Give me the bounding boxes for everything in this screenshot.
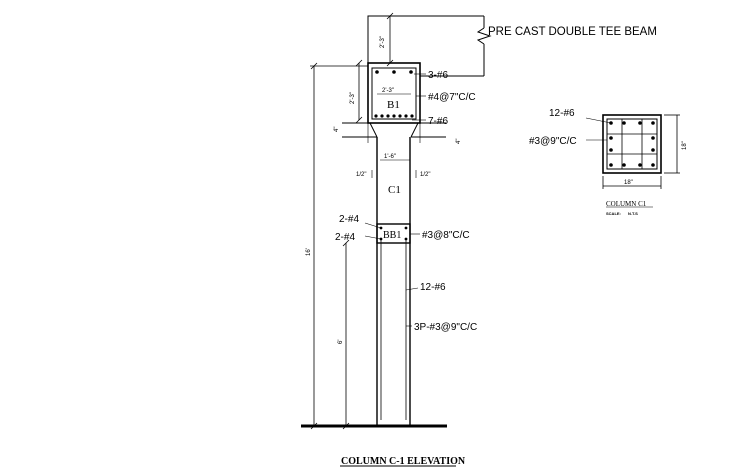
bond-beam-bottom-bars-label: 2-#4 — [335, 232, 355, 243]
beam-b1-top-bars — [375, 70, 413, 74]
section-bars — [609, 121, 655, 167]
lower-height-dimension — [342, 239, 350, 430]
section-outline — [602, 114, 662, 174]
bond-beam-top-bars-label: 2-#4 — [339, 214, 359, 225]
corbel-spacing-dim: 1'-6" — [384, 154, 396, 160]
beam-b1-name: B1 — [387, 99, 400, 111]
beam-b1-top-bars-label: 3-#6 — [428, 70, 448, 81]
tee-beam-break-line — [476, 27, 492, 45]
column-label: C1 — [388, 184, 401, 196]
section-title: COLUMN C1 — [606, 200, 647, 208]
corbel-left-vertical-dim: 4" — [334, 127, 340, 132]
section-height-dimension — [664, 114, 680, 174]
bond-beam-name: BB1 — [383, 230, 401, 241]
leader-lines — [364, 73, 426, 327]
elevation-title: COLUMN C-1 ELEVATION — [341, 456, 466, 467]
beam-b1-stirrup — [371, 67, 417, 120]
section-height-label: 18" — [682, 141, 688, 150]
corbel-right-vertical-dim: 4" — [456, 139, 462, 144]
beam-b1-outline — [367, 62, 421, 124]
beam-b1-stirrups-label: #4@7"C/C — [428, 92, 476, 103]
beam-b1-bottom-bars — [374, 114, 414, 118]
corbel-edge-dim-left: 1/2" — [356, 172, 366, 178]
bond-beam-ties-label: #3@8"C/C — [422, 230, 470, 241]
section-ties-label: #3@9"C/C — [529, 136, 577, 147]
top-dimension-label: 2'-3" — [380, 36, 386, 48]
section-width-label: 18" — [624, 180, 633, 186]
tee-beam-label: PRE CAST DOUBLE TEE BEAM — [488, 26, 657, 38]
section-scale-value: N.T.S — [628, 211, 638, 216]
bracket-left-dimension — [355, 59, 363, 124]
section-geometry — [585, 114, 680, 208]
section-bars-label: 12-#6 — [549, 108, 575, 119]
beam-b1-width-label: 2'-3" — [382, 88, 394, 94]
corbel-dimensions — [367, 123, 421, 178]
main-bars-label: 12-#6 — [420, 282, 446, 293]
overall-height-dimension — [310, 62, 368, 430]
bracket-left-dimension-label: 2'-3" — [350, 92, 356, 104]
corbel-edge-dim-right: 1/2" — [420, 172, 430, 178]
section-scale-label: SCALE: — [606, 211, 621, 216]
overall-height-label: 16' — [306, 248, 312, 256]
column-shaft — [376, 137, 411, 425]
lower-height-label: 6' — [338, 340, 344, 344]
section-width-dimension — [602, 176, 662, 189]
ties-label: 3P-#3@9"C/C — [414, 322, 477, 333]
beam-b1-bottom-bars-label: 7-#6 — [428, 116, 448, 127]
tee-beam-outline — [367, 15, 484, 63]
bond-beam-bb1-outline — [376, 223, 411, 244]
elevation-geometry — [301, 12, 492, 467]
section-tie-outer — [606, 118, 658, 170]
section-bars-leader — [585, 117, 612, 124]
top-dimension — [386, 12, 394, 67]
